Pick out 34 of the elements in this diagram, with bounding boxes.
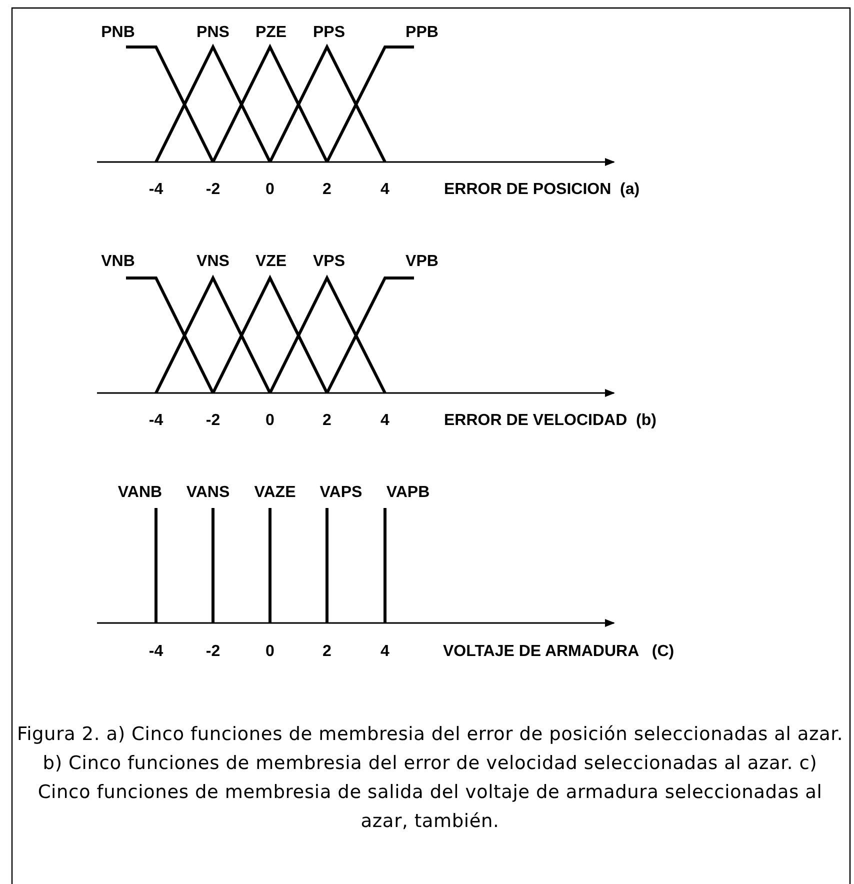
figure-caption: Figura 2. a) Cinco funciones de membresia del error de posición seleccionadas al azar. b) Cinco funciones de membresia del error de velocidad seleccionadas al azar. c) Cinco funciones de membresia de salida del voltaje de armadura seleccionadas al azar, también. <box>16 723 844 834</box>
axis-title: VOLTAJE DE ARMADURA (C) <box>443 643 674 661</box>
function-label: PNB <box>101 24 135 42</box>
function-label: VANB <box>118 484 162 502</box>
function-label: VNB <box>101 253 135 271</box>
tick-label: 2 <box>322 412 332 430</box>
tick-label: -2 <box>206 181 220 199</box>
function-label: PPS <box>313 24 345 42</box>
tick-label: 4 <box>380 643 390 661</box>
function-label: VAZE <box>254 484 296 502</box>
tick-label: -4 <box>148 643 164 661</box>
tick-label: 4 <box>380 412 390 430</box>
function-label: PPB <box>406 24 438 42</box>
function-label: PNS <box>196 24 230 42</box>
tick-label: -2 <box>206 643 220 661</box>
tick-label: 0 <box>266 412 274 430</box>
function-label: VANS <box>186 484 230 502</box>
tick-label: 0 <box>266 181 274 199</box>
tick-label: 2 <box>322 643 332 661</box>
tick-label: -4 <box>148 181 164 199</box>
tick-label: 4 <box>380 181 390 199</box>
tick-label: -4 <box>148 412 164 430</box>
axis-title: ERROR DE POSICION (a) <box>444 181 640 199</box>
function-label: PZE <box>255 24 287 42</box>
tick-label: 2 <box>322 181 332 199</box>
function-label: VAPS <box>320 484 362 502</box>
tick-label: -2 <box>206 412 220 430</box>
axis-title: ERROR DE VELOCIDAD (b) <box>444 412 656 430</box>
function-label: VAPB <box>386 484 430 502</box>
function-label: VZE <box>255 253 287 271</box>
tick-label: 0 <box>266 643 274 661</box>
function-label: VPS <box>313 253 345 271</box>
function-label: VNS <box>196 253 230 271</box>
function-label: VPB <box>406 253 438 271</box>
